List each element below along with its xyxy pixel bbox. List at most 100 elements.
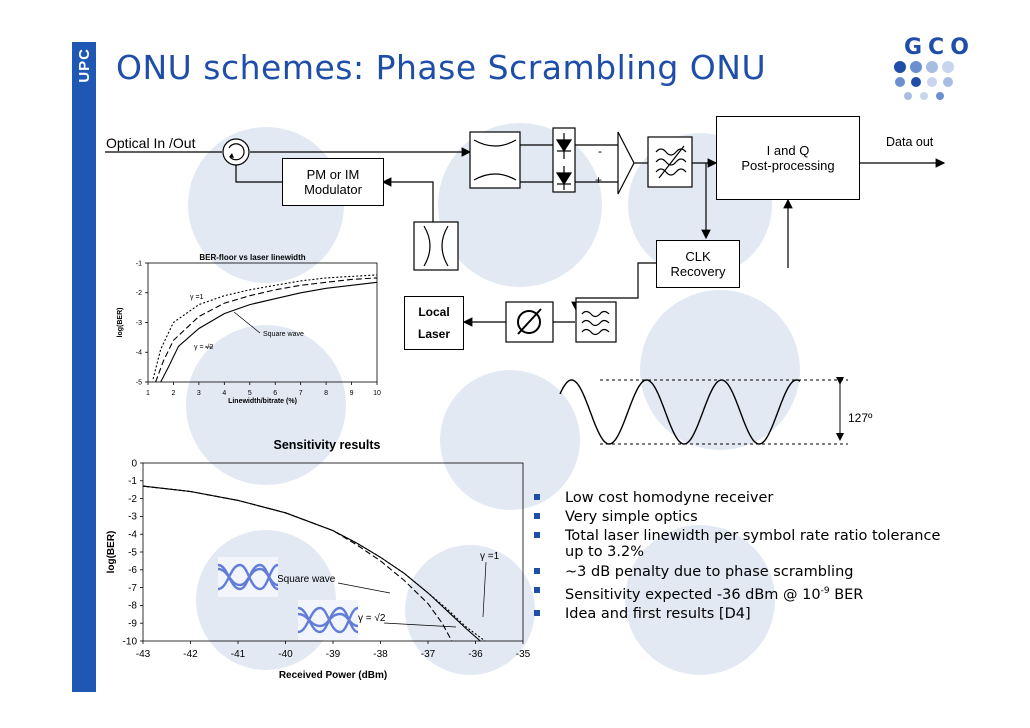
y-tick-label: -2 <box>128 494 137 505</box>
y-tick-label: -9 <box>128 619 137 630</box>
x-tick-label: 10 <box>373 390 381 397</box>
x-tick-label: -37 <box>421 649 436 660</box>
modulator-line1: PM or IM <box>306 167 360 182</box>
bullet-item: Very simple optics <box>534 509 944 525</box>
x-tick-label: 6 <box>273 390 277 397</box>
bullet-item: Total laser linewidth per symbol rate ra… <box>534 528 944 560</box>
bullet-item: ~3 dB penalty due to phase scrambling <box>534 564 944 580</box>
bullet-square-icon <box>534 587 540 593</box>
bullet-square-icon <box>534 532 540 538</box>
series-line <box>160 281 378 383</box>
x-tick-label: -35 <box>516 649 531 660</box>
chart-title: Sensitivity results <box>274 438 381 452</box>
y-tick-label: 0 <box>131 458 137 469</box>
y-tick-label: -2 <box>136 290 142 297</box>
bullet-text: Total laser linewidth per symbol rate ra… <box>565 528 941 560</box>
phase-sine-wave <box>559 377 848 445</box>
filter-icon <box>647 136 693 188</box>
chart-annotation: Square wave <box>277 574 336 585</box>
bullet-item: Low cost homodyne receiver <box>534 490 944 506</box>
annotation-leader <box>337 582 391 594</box>
x-tick-label: 2 <box>171 390 175 397</box>
photodiode-icon <box>552 127 576 193</box>
laser-coupler-icon <box>413 221 459 271</box>
x-tick-label: -36 <box>468 649 483 660</box>
x-tick-label: -41 <box>231 649 246 660</box>
chart-annotation: γ =1 <box>480 551 500 562</box>
bullet-text: ~3 dB penalty due to phase scrambling <box>565 564 854 580</box>
modulator-line2: Modulator <box>304 182 362 197</box>
y-tick-label: -7 <box>128 583 137 594</box>
clk-recovery-block: CLK Recovery <box>656 240 740 288</box>
eye-diagram-2 <box>298 600 358 640</box>
lowpass-filter-icon <box>575 301 617 343</box>
bullet-item: Sensitivity expected -36 dBm @ 10-9 BER <box>534 583 944 603</box>
laser-line1: Local <box>418 305 450 319</box>
eye-diagram-1 <box>218 557 278 597</box>
y-tick-label: -5 <box>136 379 142 386</box>
sensitivity-chart: Sensitivity results 0 -1 -2 -3 -4 -5 -6 -7 -8 -9 -1… <box>106 438 531 681</box>
y-tick-label: -1 <box>136 260 142 267</box>
y-tick-label: -1 <box>128 476 137 487</box>
y-tick-label: -4 <box>136 350 142 357</box>
x-tick-label: 8 <box>324 390 328 397</box>
iq-line2: Post-processing <box>741 158 835 173</box>
y-tick-label: -5 <box>128 547 137 558</box>
bullet-tail: BER <box>829 586 864 603</box>
y-axis-label: log(BER) <box>106 531 117 574</box>
optical-in-out-label: Optical In /Out <box>106 135 196 151</box>
phase-modulator-icon <box>505 301 554 343</box>
y-tick-label: -4 <box>128 530 137 541</box>
y-tick-label: -10 <box>123 636 138 647</box>
chart-annotation: Square wave <box>263 331 304 338</box>
y-tick-label: -3 <box>136 320 142 327</box>
bullet-list: Low cost homodyne receiver Very simple o… <box>534 490 944 625</box>
annotation-leader <box>482 561 487 618</box>
iq-line1: I and Q <box>766 143 810 158</box>
y-tick-label: -3 <box>128 512 137 523</box>
x-tick-label: 7 <box>299 390 303 397</box>
x-tick-label: -38 <box>373 649 388 660</box>
chart-annotation: γ =1 <box>190 294 204 301</box>
chart-annotation: γ = √2 <box>194 343 213 351</box>
chart-title: BER-floor vs laser linewidth <box>199 253 305 262</box>
circulator-icon <box>222 138 250 166</box>
laser-line2: Laser <box>417 327 451 341</box>
bullet-text: Idea and first results [D4] <box>565 605 751 622</box>
side-bar <box>72 42 96 692</box>
x-tick-label: -39 <box>326 649 341 660</box>
bullet-text: Low cost homodyne receiver <box>565 490 774 506</box>
bullet-square-icon <box>534 609 540 616</box>
x-tick-label: 5 <box>248 390 252 397</box>
bullet-square-icon <box>534 568 540 574</box>
coupler-icon <box>469 131 521 189</box>
y-tick-label: -6 <box>128 565 137 576</box>
series-line <box>152 274 378 380</box>
y-axis-label: log(BER) <box>117 308 124 338</box>
annotation-leader <box>233 311 261 334</box>
gco-logo: GCO <box>886 35 969 105</box>
bullet-text: Very simple optics <box>565 509 698 525</box>
modulator-block: PM or IM Modulator <box>282 158 384 206</box>
annotation-leader <box>383 622 457 628</box>
x-tick-label: -42 <box>183 649 198 660</box>
x-tick-label: 3 <box>197 390 201 397</box>
x-axis-label: Received Power (dBm) <box>279 670 387 681</box>
x-tick-label: 4 <box>222 390 226 397</box>
x-axis-label: Linewidth/bitrate (%) <box>228 398 297 405</box>
bullet-square-icon <box>534 513 540 519</box>
chart-annotation: γ = √2 <box>358 612 386 624</box>
bullet-item: Idea and first results [D4] <box>534 606 944 622</box>
logo-dots-icon <box>894 61 954 100</box>
series-line <box>155 277 378 383</box>
logo-text: GCO <box>904 35 975 60</box>
local-laser-block: Local Laser <box>404 296 464 350</box>
amp-minus-sign: - <box>598 144 602 158</box>
y-tick-label: -8 <box>128 601 137 612</box>
x-tick-label: -43 <box>136 649 151 660</box>
amplifier-icon <box>617 131 635 195</box>
amp-plus-sign: + <box>595 173 602 187</box>
data-out-label: Data out <box>886 135 934 149</box>
